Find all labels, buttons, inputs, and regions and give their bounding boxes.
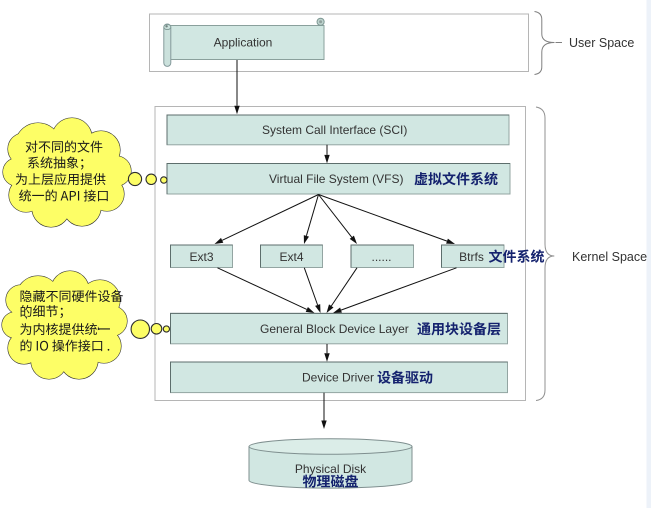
svg-text:Ext3: Ext3	[189, 250, 213, 264]
svg-text:Physical Disk: Physical Disk	[295, 462, 367, 476]
svg-text:Device Driver: Device Driver	[302, 371, 374, 385]
svg-text:Kernel Space: Kernel Space	[572, 250, 647, 264]
svg-text:Btrfs: Btrfs	[459, 250, 484, 264]
svg-text:Virtual File System (VFS): Virtual File System (VFS)	[269, 172, 403, 186]
svg-text:Ext4: Ext4	[279, 250, 303, 264]
svg-text:General Block Device Layer: General Block Device Layer	[260, 322, 409, 336]
svg-text:System Call Interface (SCI): System Call Interface (SCI)	[262, 123, 407, 137]
svg-text:......: ......	[371, 250, 391, 264]
svg-text:User Space: User Space	[569, 36, 634, 50]
svg-text:Application: Application	[214, 36, 273, 50]
